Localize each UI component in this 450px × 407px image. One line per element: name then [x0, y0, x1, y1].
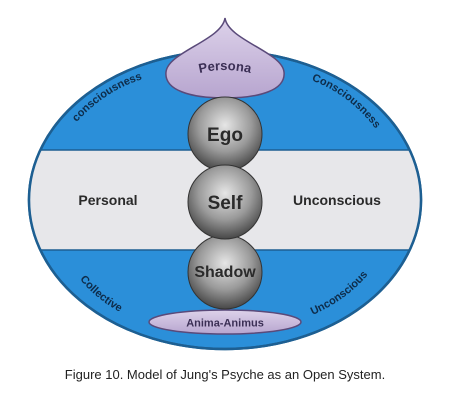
anima-animus-shape [148, 309, 302, 335]
jung-psyche-diagram: Persona Anima-Animus Ego Self Shadow Per… [27, 17, 423, 351]
figure-caption: Figure 10. Model of Jung's Psyche as an … [64, 367, 386, 382]
anima-animus-label: Anima-Animus [186, 318, 264, 330]
ego-label: Ego [207, 125, 243, 146]
self-sphere [187, 164, 263, 240]
personal-label: Personal [78, 192, 137, 208]
persona-label: Persona [197, 58, 253, 76]
self-label: Self [208, 193, 244, 214]
unconscious-mid-label: Unconscious [293, 192, 381, 208]
shadow-label: Shadow [194, 264, 256, 281]
